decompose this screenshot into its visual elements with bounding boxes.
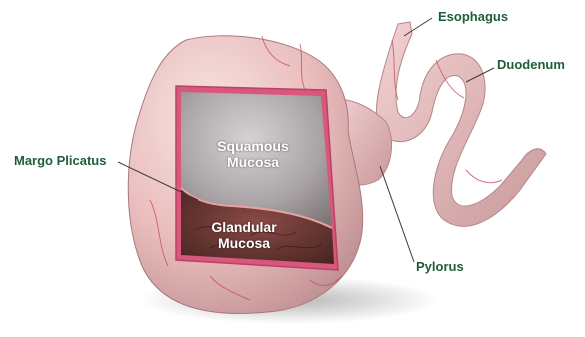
pylorus-label: Pylorus bbox=[416, 260, 464, 273]
glandular-line1: Glandular bbox=[211, 219, 276, 235]
margo-plicatus-label: Margo Plicatus bbox=[14, 154, 106, 167]
duodenum-label: Duodenum bbox=[497, 58, 565, 71]
esophagus-duodenum-tube bbox=[376, 22, 546, 226]
squamous-line2: Mucosa bbox=[227, 154, 279, 170]
glandular-line2: Mucosa bbox=[218, 235, 270, 251]
esophagus-label: Esophagus bbox=[438, 10, 508, 23]
squamous-mucosa-label: Squamous Mucosa bbox=[205, 138, 301, 170]
glandular-mucosa-label: Glandular Mucosa bbox=[196, 219, 292, 251]
squamous-line1: Squamous bbox=[217, 138, 289, 154]
